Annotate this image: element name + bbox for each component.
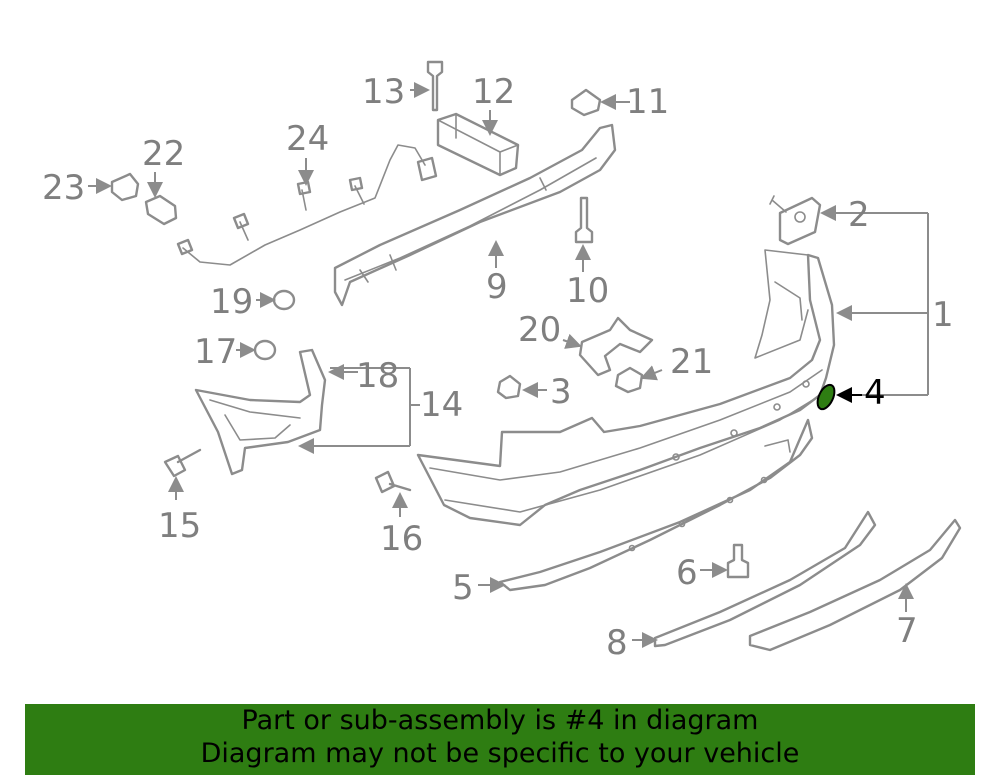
callout-24: 24 — [286, 119, 329, 159]
callout-22: 22 — [142, 134, 185, 174]
cap-17 — [253, 339, 277, 361]
impact-beam — [333, 123, 617, 307]
nut-11 — [570, 88, 602, 117]
callout-1: 1 — [932, 295, 954, 335]
trim-strip-8 — [653, 510, 877, 648]
callout-20: 20 — [518, 310, 561, 350]
side-bracket-18 — [194, 348, 327, 476]
sensor-holder-23 — [110, 172, 140, 202]
bolt-6 — [726, 543, 750, 579]
banner-line-2: Diagram may not be specific to your vehi… — [200, 738, 800, 769]
bolt-16 — [374, 470, 412, 494]
cap-19 — [272, 289, 296, 311]
stud-bolt-13 — [426, 60, 444, 112]
callout-2: 2 — [848, 195, 870, 235]
nut-3 — [496, 374, 522, 400]
callout-8: 8 — [606, 623, 628, 663]
callout-17: 17 — [194, 332, 237, 372]
parts-diagram: 1 2 3 4 5 6 7 8 9 10 11 12 13 14 15 16 1… — [42, 60, 962, 663]
bumper-cover — [416, 249, 836, 527]
banner-line-1: Part or sub-assembly is #4 in diagram — [241, 705, 759, 736]
callout-15: 15 — [158, 506, 201, 546]
callout-3: 3 — [550, 372, 572, 412]
sensor-22 — [144, 194, 178, 226]
bracket-20 — [578, 316, 654, 377]
absorber-block — [436, 112, 520, 177]
callout-13: 13 — [362, 72, 405, 112]
callout-6: 6 — [676, 553, 698, 593]
callout-4: 4 — [864, 373, 886, 413]
bolt-10 — [574, 196, 594, 244]
bracket-2 — [769, 195, 822, 246]
callout-16: 16 — [380, 519, 423, 559]
callout-9: 9 — [486, 267, 508, 307]
callout-18: 18 — [356, 356, 399, 396]
lower-valance — [498, 418, 814, 592]
callout-23: 23 — [42, 168, 85, 208]
callout-labels: 1 2 3 4 5 6 7 8 9 10 11 12 13 14 15 16 1… — [42, 72, 954, 663]
info-banner: Part or sub-assembly is #4 in diagram Di… — [25, 704, 975, 775]
molding-strip-7 — [748, 518, 962, 652]
callout-11: 11 — [626, 82, 669, 122]
callout-19: 19 — [210, 282, 253, 322]
callout-21: 21 — [670, 342, 713, 382]
callout-5: 5 — [452, 568, 474, 608]
part-4-highlighted — [816, 383, 836, 411]
callout-12: 12 — [472, 72, 515, 112]
leader-lines — [88, 82, 929, 648]
nut-21 — [614, 366, 644, 394]
bolt-15 — [163, 448, 202, 478]
callout-10: 10 — [566, 271, 609, 311]
callout-14: 14 — [420, 385, 463, 425]
callout-7: 7 — [896, 611, 918, 651]
